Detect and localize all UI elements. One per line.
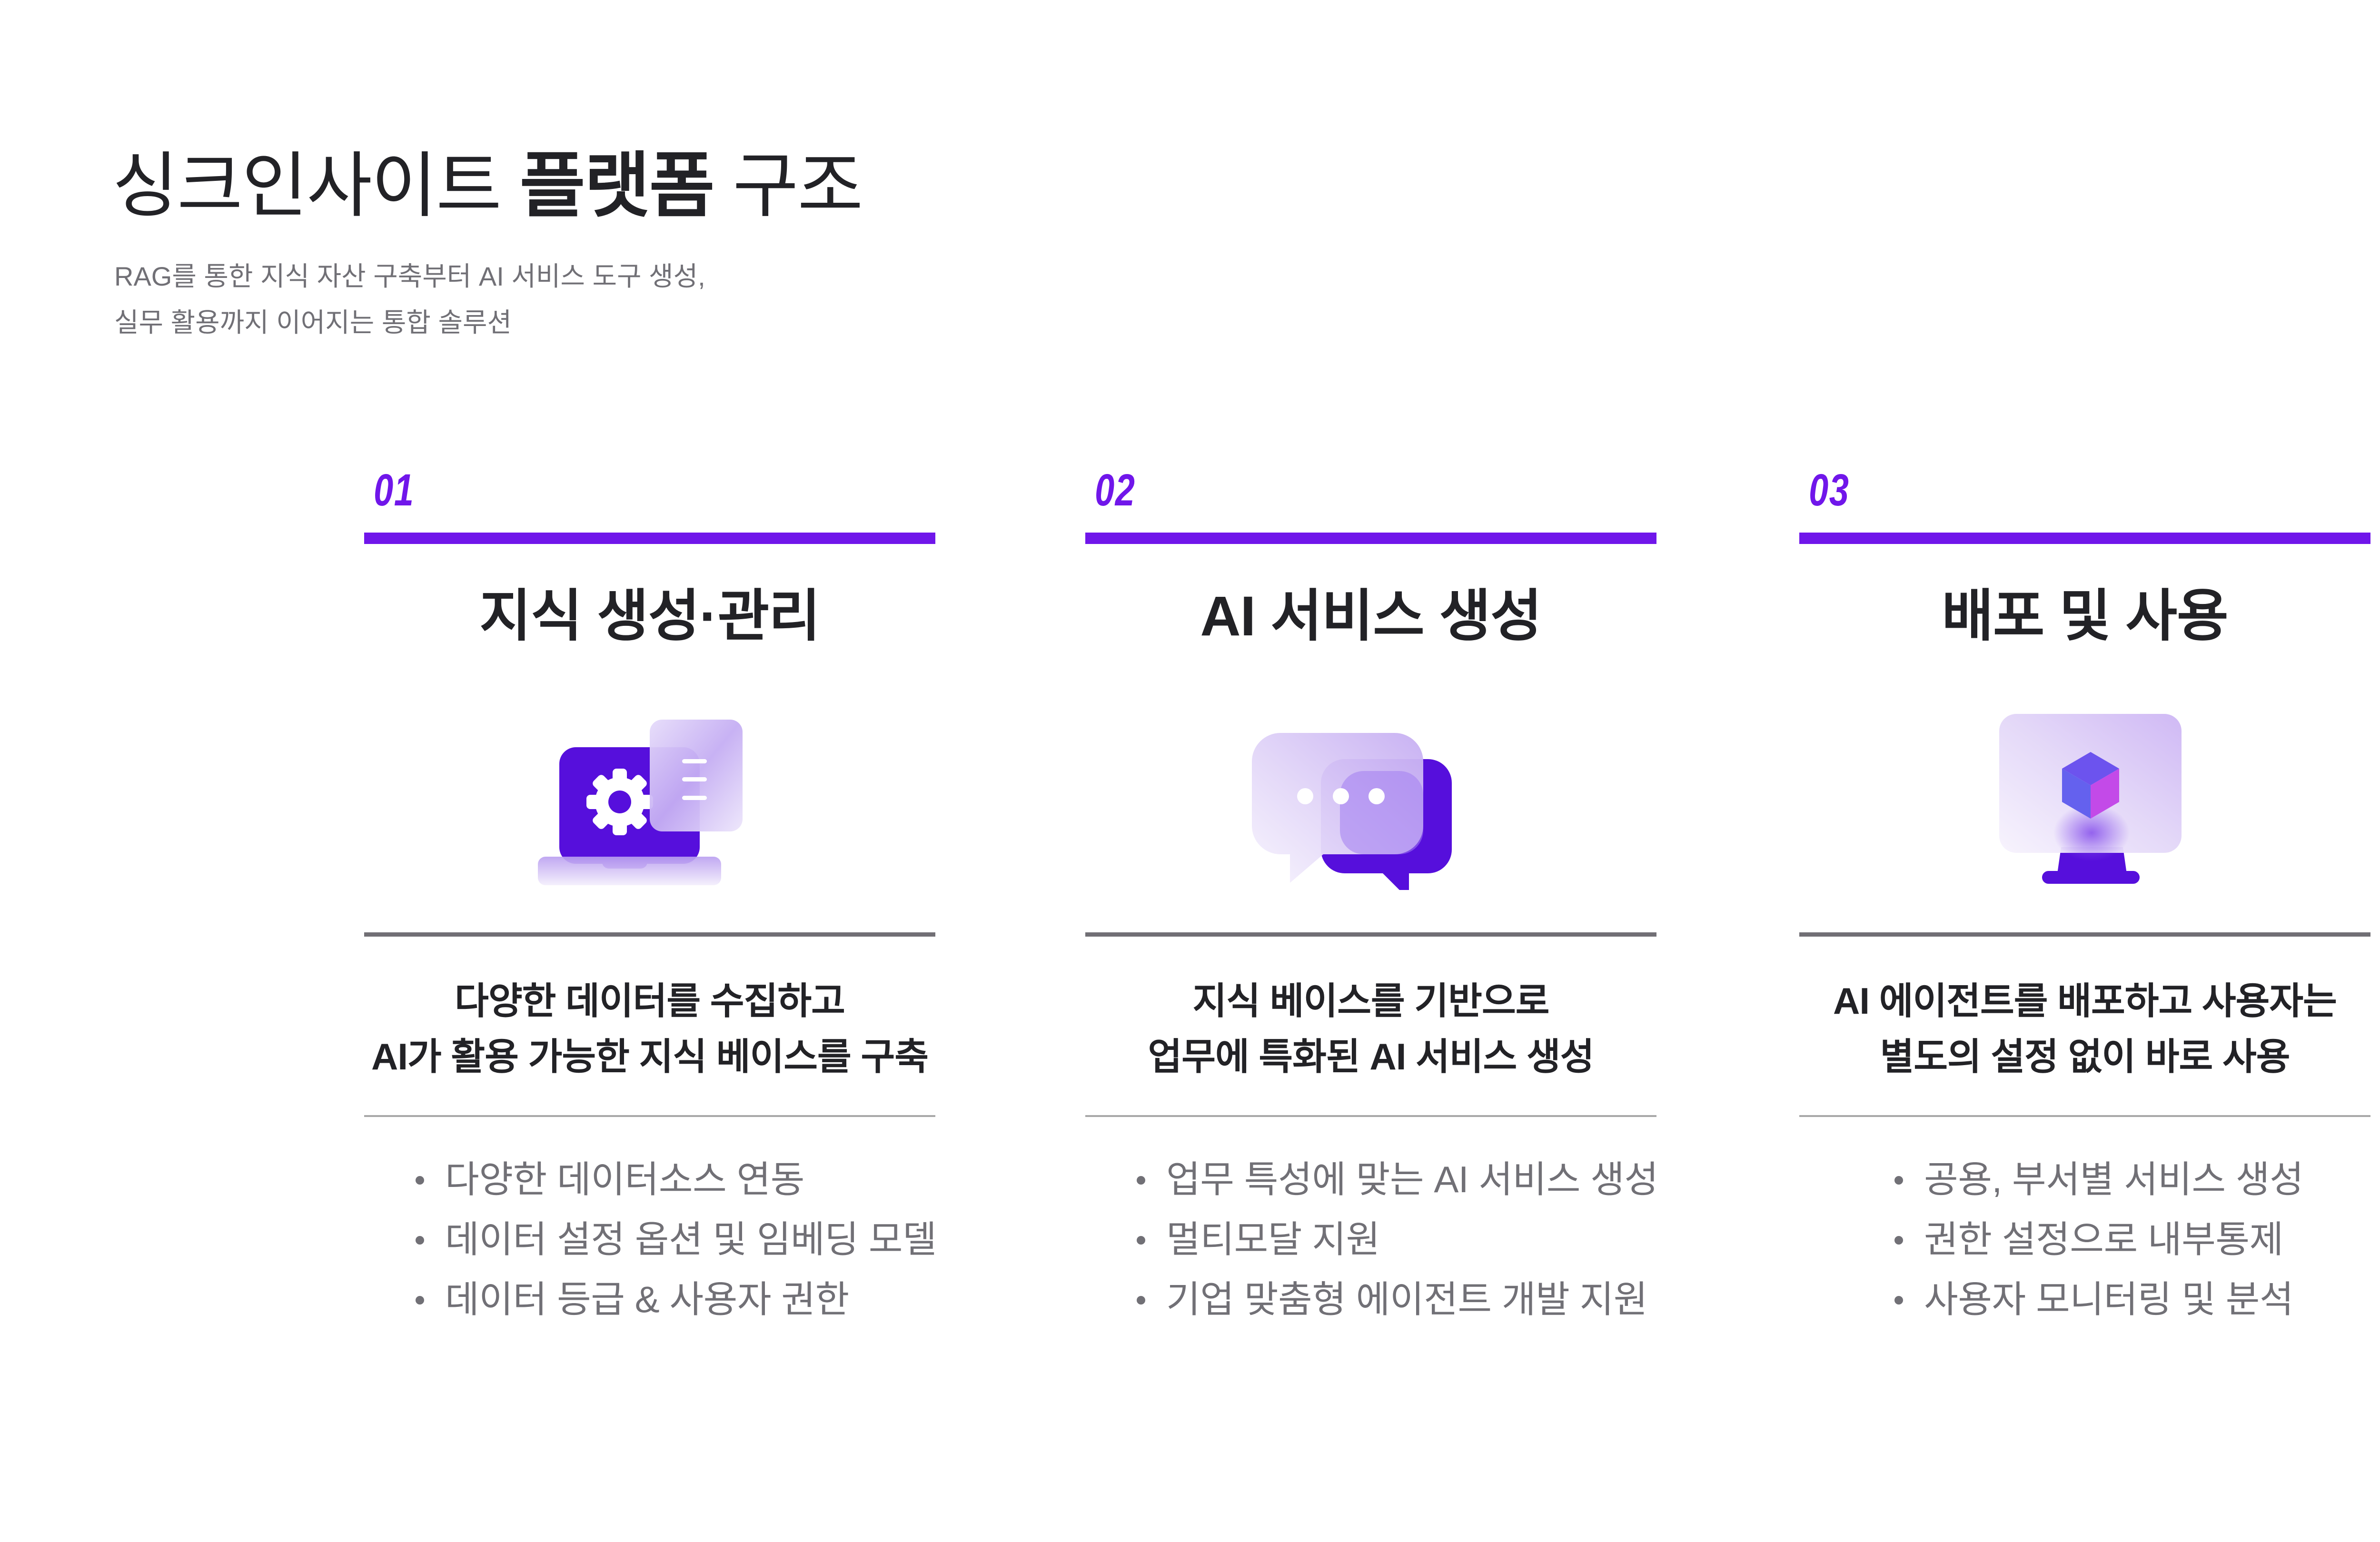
bullet-dot-icon: [1894, 1176, 1903, 1185]
bullet-dot-icon: [416, 1296, 424, 1305]
title-regular: 싱크인사이트: [112, 146, 520, 226]
accent-bar: [364, 533, 935, 544]
section-divider: [364, 932, 935, 937]
list-item-text: 업무 특성에 맞는 AI 서비스 생성: [1166, 1158, 1658, 1200]
step-number: 02: [1095, 465, 1136, 515]
bullet-dot-icon: [1894, 1236, 1903, 1245]
bullet-dot-icon: [1137, 1176, 1145, 1185]
description-line: AI가 활용 가능한 지식 베이스를 구축: [371, 1036, 929, 1077]
description-line: 업무에 특화된 AI 서비스 생성: [1148, 1036, 1594, 1077]
list-item-text: 멀티모달 지원: [1166, 1218, 1380, 1260]
page-title: 싱크인사이트 플랫폼 구조: [112, 143, 863, 228]
list-item: 업무 특성에 맞는 AI 서비스 생성: [1137, 1149, 1658, 1209]
section-divider: [1799, 932, 2370, 937]
column-knowledge: 01 지식 생성·관리: [364, 457, 937, 1361]
description-line: 지식 베이스를 기반으로: [1192, 980, 1550, 1022]
feature-list: 업무 특성에 맞는 AI 서비스 생성 멀티모달 지원 기업 맞춤형 에이전트 …: [1137, 1149, 1658, 1329]
description-line: 별도의 설정 없이 바로 사용: [1880, 1036, 2290, 1077]
list-item-text: 권한 설정으로 내부통제: [1924, 1218, 2283, 1260]
list-item-text: 데이터 등급 & 사용자 권한: [445, 1278, 849, 1320]
page-subtitle: RAG를 통한 지식 자산 구축부터 AI 서비스 도구 생성, 실무 활용까지…: [114, 253, 705, 346]
subtitle-line: RAG를 통한 지식 자산 구축부터 AI 서비스 도구 생성,: [114, 261, 705, 291]
list-item: 사용자 모니터링 및 분석: [1894, 1269, 2303, 1329]
list-item-text: 기업 맞춤형 에이전트 개발 지원: [1166, 1278, 1648, 1320]
column-heading: 배포 및 사용: [1942, 585, 2228, 648]
subtitle-line: 실무 활용까지 이어지는 통합 솔루션: [114, 307, 512, 337]
bullet-dot-icon: [1137, 1236, 1145, 1245]
column-heading: AI 서비스 생성: [1200, 585, 1542, 648]
section-divider: [1085, 1115, 1656, 1117]
section-divider: [364, 1115, 935, 1117]
step-number: 03: [1809, 465, 1850, 515]
feature-list: 다양한 데이터소스 연동 데이터 설정 옵션 및 임베딩 모델 데이터 등급 &…: [416, 1149, 937, 1329]
description-line: AI 에이전트를 배포하고 사용자는: [1833, 980, 2337, 1022]
bullet-dot-icon: [416, 1176, 424, 1185]
column-description: AI 에이전트를 배포하고 사용자는 별도의 설정 없이 바로 사용: [1799, 973, 2370, 1085]
list-item: 멀티모달 지원: [1137, 1209, 1658, 1269]
description-line: 다양한 데이터를 수집하고: [455, 980, 845, 1022]
list-item-text: 다양한 데이터소스 연동: [445, 1158, 804, 1200]
monitor-cube-icon-graphic: [1999, 714, 2182, 884]
list-item-text: 데이터 설정 옵션 및 임베딩 모델: [445, 1218, 937, 1260]
chat-bubbles-icon: [1085, 695, 1656, 895]
section-divider: [1799, 1115, 2370, 1117]
list-item-text: 공용, 부서별 서비스 생성: [1924, 1158, 2304, 1200]
list-item: 기업 맞춤형 에이전트 개발 지원: [1137, 1269, 1658, 1329]
bullet-dot-icon: [1137, 1296, 1145, 1305]
section-divider: [1085, 932, 1656, 937]
column-deploy-use: 03 배포 및 사용: [1799, 457, 2370, 1361]
feature-list: 공용, 부서별 서비스 생성 권한 설정으로 내부통제 사용자 모니터링 및 분…: [1894, 1149, 2304, 1329]
step-number: 01: [374, 465, 415, 515]
column-ai-service: 02 AI 서비스 생성: [1085, 457, 1658, 1361]
column-description: 다양한 데이터를 수집하고 AI가 활용 가능한 지식 베이스를 구축: [364, 973, 935, 1085]
list-item: 데이터 설정 옵션 및 임베딩 모델: [416, 1209, 937, 1269]
list-item: 데이터 등급 & 사용자 권한: [416, 1269, 936, 1329]
list-item: 다양한 데이터소스 연동: [416, 1149, 936, 1209]
laptop-gear-document-icon: [364, 695, 935, 895]
chat-bubbles-icon-graphic: [1252, 733, 1452, 890]
bullet-dot-icon: [1894, 1296, 1903, 1305]
column-heading: 지식 생성·관리: [479, 585, 820, 648]
title-bold: 플랫폼: [519, 146, 715, 226]
list-item: 공용, 부서별 서비스 생성: [1894, 1149, 2304, 1209]
accent-bar: [1085, 533, 1656, 544]
monitor-cube-icon: [1799, 695, 2370, 895]
title-suffix: 구조: [714, 146, 863, 226]
accent-bar: [1799, 533, 2370, 544]
list-item: 권한 설정으로 내부통제: [1894, 1209, 2303, 1269]
laptop-gear-document-icon-graphic: [538, 720, 743, 885]
bullet-dot-icon: [416, 1236, 424, 1245]
column-description: 지식 베이스를 기반으로 업무에 특화된 AI 서비스 생성: [1085, 973, 1656, 1085]
list-item-text: 사용자 모니터링 및 분석: [1924, 1278, 2294, 1320]
